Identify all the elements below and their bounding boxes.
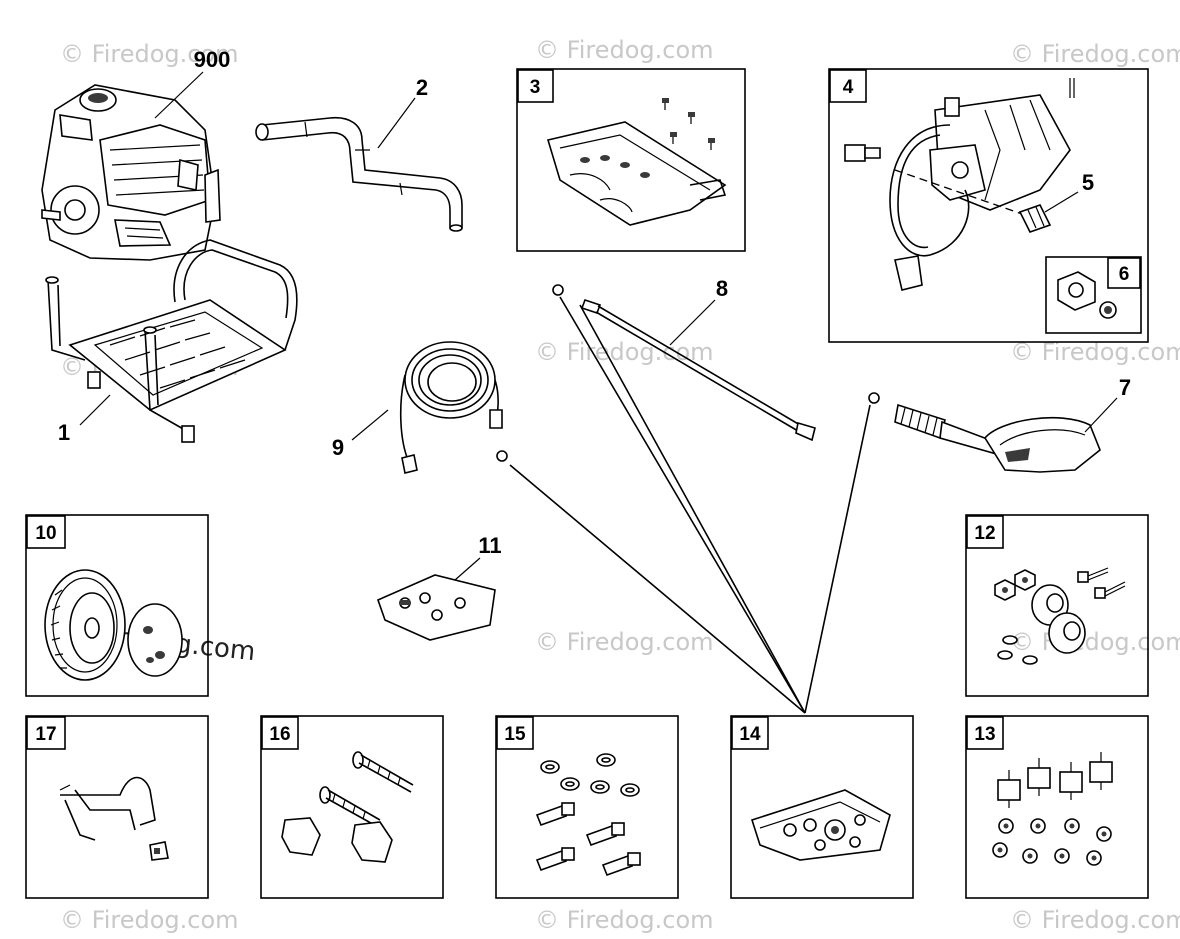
callout-6: 6 (1119, 264, 1130, 285)
callout-16: 16 (269, 724, 290, 745)
box-number-tag (517, 69, 554, 103)
watermark-text: © Firedog.com (1010, 40, 1180, 68)
wheel-hardware-illustration (994, 567, 1126, 665)
watermark-text: © Firedog.com (535, 36, 714, 64)
hose-illustration (399, 341, 508, 474)
callout-1: 1 (58, 420, 70, 445)
kit-leader-lines (509, 296, 871, 714)
watermark-text: © Firedog.com (60, 40, 239, 68)
watermark-text: © Firedog.com (1010, 906, 1180, 934)
watermark-text: © Firedog.com (535, 338, 714, 366)
callout-900: 900 (194, 47, 231, 72)
box-number-tag (829, 69, 867, 103)
leader-line (1084, 397, 1118, 433)
part-box-16 (260, 715, 444, 899)
watermark-text: © Firedog.com (60, 906, 239, 934)
callout-13: 13 (974, 724, 995, 745)
part-box-17 (25, 715, 209, 899)
leader-line (154, 71, 204, 119)
callout-11: 11 (478, 533, 501, 558)
leader-line (79, 394, 111, 426)
engine-illustration (41, 84, 221, 261)
part-box-10 (25, 514, 209, 697)
box-number-tag (496, 716, 534, 750)
callout-10: 10 (35, 523, 56, 544)
box-number-tag (966, 515, 1004, 549)
callout-5: 5 (1082, 170, 1094, 195)
callout-9: 9 (332, 435, 344, 460)
bracket-illustration (59, 776, 169, 861)
belt-guard-illustration (546, 98, 727, 226)
frame-illustration (45, 239, 298, 443)
leader-line (669, 299, 716, 346)
watermark-text: © Firedog.com (1010, 628, 1180, 656)
part-box-3 (516, 68, 746, 252)
wheel-illustration (44, 569, 183, 681)
vibration-mounts-illustration (992, 752, 1113, 866)
callout-15: 15 (504, 724, 526, 745)
leader-line (454, 557, 481, 581)
callout-3: 3 (530, 77, 541, 98)
spray-gun-illustration (868, 392, 1101, 473)
bolts-and-washers-illustration (535, 753, 641, 877)
watermark-text: © Firedog.com (535, 906, 714, 934)
box-number-tag (966, 716, 1004, 750)
leader-line (1044, 191, 1079, 213)
callout-17: 17 (35, 724, 56, 745)
watermark-text: © Firedog.com (535, 628, 714, 656)
box-number-tag (1107, 257, 1141, 289)
nozzle-kit-illustration (377, 574, 496, 641)
part-box-4 (828, 68, 1149, 343)
callout-12: 12 (974, 523, 995, 544)
callout-4: 4 (843, 77, 854, 98)
callout-7: 7 (1119, 375, 1131, 400)
box-number-tag (731, 716, 769, 750)
part-box-12 (965, 514, 1149, 697)
bolt-and-knob-illustration (281, 751, 414, 863)
part-box-13 (965, 715, 1149, 899)
box-number-tag (26, 716, 66, 750)
accessory-bag-illustration (750, 789, 891, 861)
nut-and-washer-illustration (1057, 271, 1117, 319)
part-box-14 (730, 715, 914, 899)
box-number-tag (261, 716, 299, 750)
pump-illustration (844, 78, 1075, 291)
box-number-tag (26, 515, 66, 549)
leader-line (377, 97, 416, 149)
part-box-15 (495, 715, 679, 899)
spray-lance-illustration (552, 284, 816, 442)
part-box-6 (1045, 256, 1142, 334)
callout-8: 8 (716, 276, 728, 301)
callout-14: 14 (739, 724, 761, 745)
handle-illustration (255, 116, 463, 232)
callout-2: 2 (416, 75, 428, 100)
leader-line (351, 409, 389, 441)
